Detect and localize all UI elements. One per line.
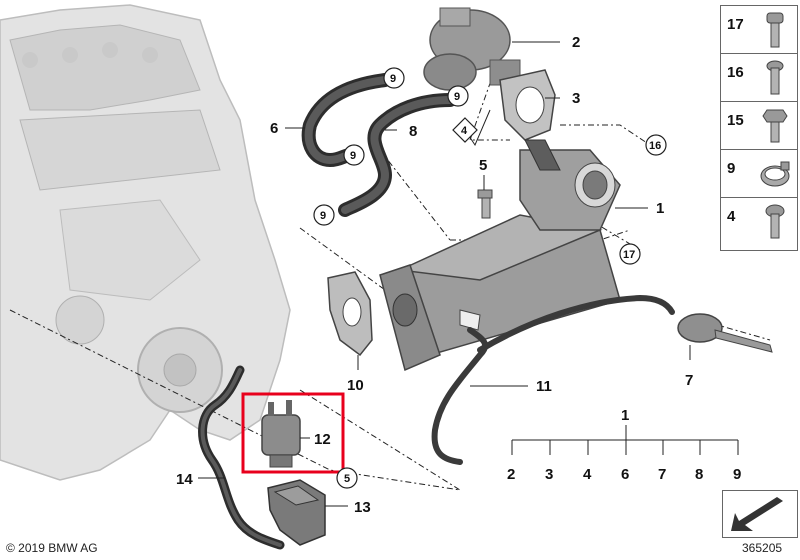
callout-2: 2 — [572, 34, 580, 51]
vacuum-actuator-7 — [677, 313, 773, 353]
hose-8 — [338, 93, 457, 217]
callout-4-diamond: 4 — [461, 125, 468, 137]
callout-9d: 9 — [320, 210, 326, 222]
legend-number: 17 — [727, 16, 744, 33]
hose-clamp-icon — [760, 161, 790, 187]
bracket-13 — [267, 479, 326, 546]
hex-flange-bolt-icon — [762, 109, 788, 143]
fastener-legend: 17 16 15 9 4 — [720, 5, 798, 251]
legend-row: 16 — [721, 54, 797, 102]
diagram-id: 365205 — [742, 541, 783, 555]
solid-leaders — [198, 41, 691, 507]
tree-child-label: 3 — [545, 466, 553, 483]
legend-row: 9 — [721, 150, 797, 198]
callout-14: 14 — [176, 471, 193, 488]
circle-callouts — [313, 67, 667, 489]
legend-row: 15 — [721, 102, 797, 150]
copyright-text: © 2019 BMW AG — [6, 541, 98, 555]
callout-1: 1 — [656, 200, 664, 217]
tree-root-label: 1 — [621, 407, 629, 424]
callout-9c: 9 — [350, 150, 356, 162]
gasket-3 — [499, 69, 556, 141]
highlight-frame — [241, 392, 345, 474]
callout-13: 13 — [354, 499, 371, 516]
legend-row: 4 — [721, 198, 797, 246]
callout-11: 11 — [536, 378, 552, 395]
hose-14 — [198, 365, 285, 550]
callout-16: 16 — [649, 140, 661, 152]
tree-child-label: 7 — [658, 466, 666, 483]
tree-child-label: 8 — [695, 466, 703, 483]
reference-arrow-box — [722, 490, 798, 538]
tree-child-label: 2 — [507, 466, 515, 483]
assembly-tree — [511, 425, 739, 455]
callout-9a: 9 — [390, 73, 396, 85]
egr-cooler — [379, 139, 621, 372]
diamond-callout — [452, 117, 478, 143]
solenoid-valve-12 — [261, 400, 301, 468]
callout-3: 3 — [572, 90, 580, 107]
gasket-10 — [327, 271, 373, 357]
tree-child-label: 9 — [733, 466, 741, 483]
legend-row: 17 — [721, 6, 797, 54]
tree-child-label: 4 — [583, 466, 592, 483]
callout-8: 8 — [409, 123, 417, 140]
direction-arrow-icon — [731, 497, 783, 531]
vacuum-pipe-11 — [431, 294, 675, 465]
egr-valve — [423, 7, 521, 91]
legend-number: 15 — [727, 112, 744, 129]
callout-6: 6 — [270, 120, 278, 137]
legend-number: 4 — [727, 208, 736, 225]
round-head-screw-icon — [765, 204, 785, 239]
legend-number: 16 — [727, 64, 744, 81]
torx-bolt-icon — [766, 60, 784, 95]
callout-10: 10 — [347, 377, 364, 394]
legend-number: 9 — [727, 160, 736, 177]
hose-6 — [301, 73, 392, 168]
tree-child-label: 6 — [621, 466, 629, 483]
callout-5: 5 — [479, 157, 487, 174]
callout-7: 7 — [685, 372, 693, 389]
engine-block — [0, 4, 291, 481]
callout-9b: 9 — [454, 91, 460, 103]
callout-17: 17 — [623, 249, 635, 261]
hex-socket-bolt-icon — [766, 12, 784, 48]
callout-12: 12 — [314, 431, 331, 448]
callout-5b: 5 — [344, 473, 350, 485]
bolt-5 — [477, 189, 493, 219]
